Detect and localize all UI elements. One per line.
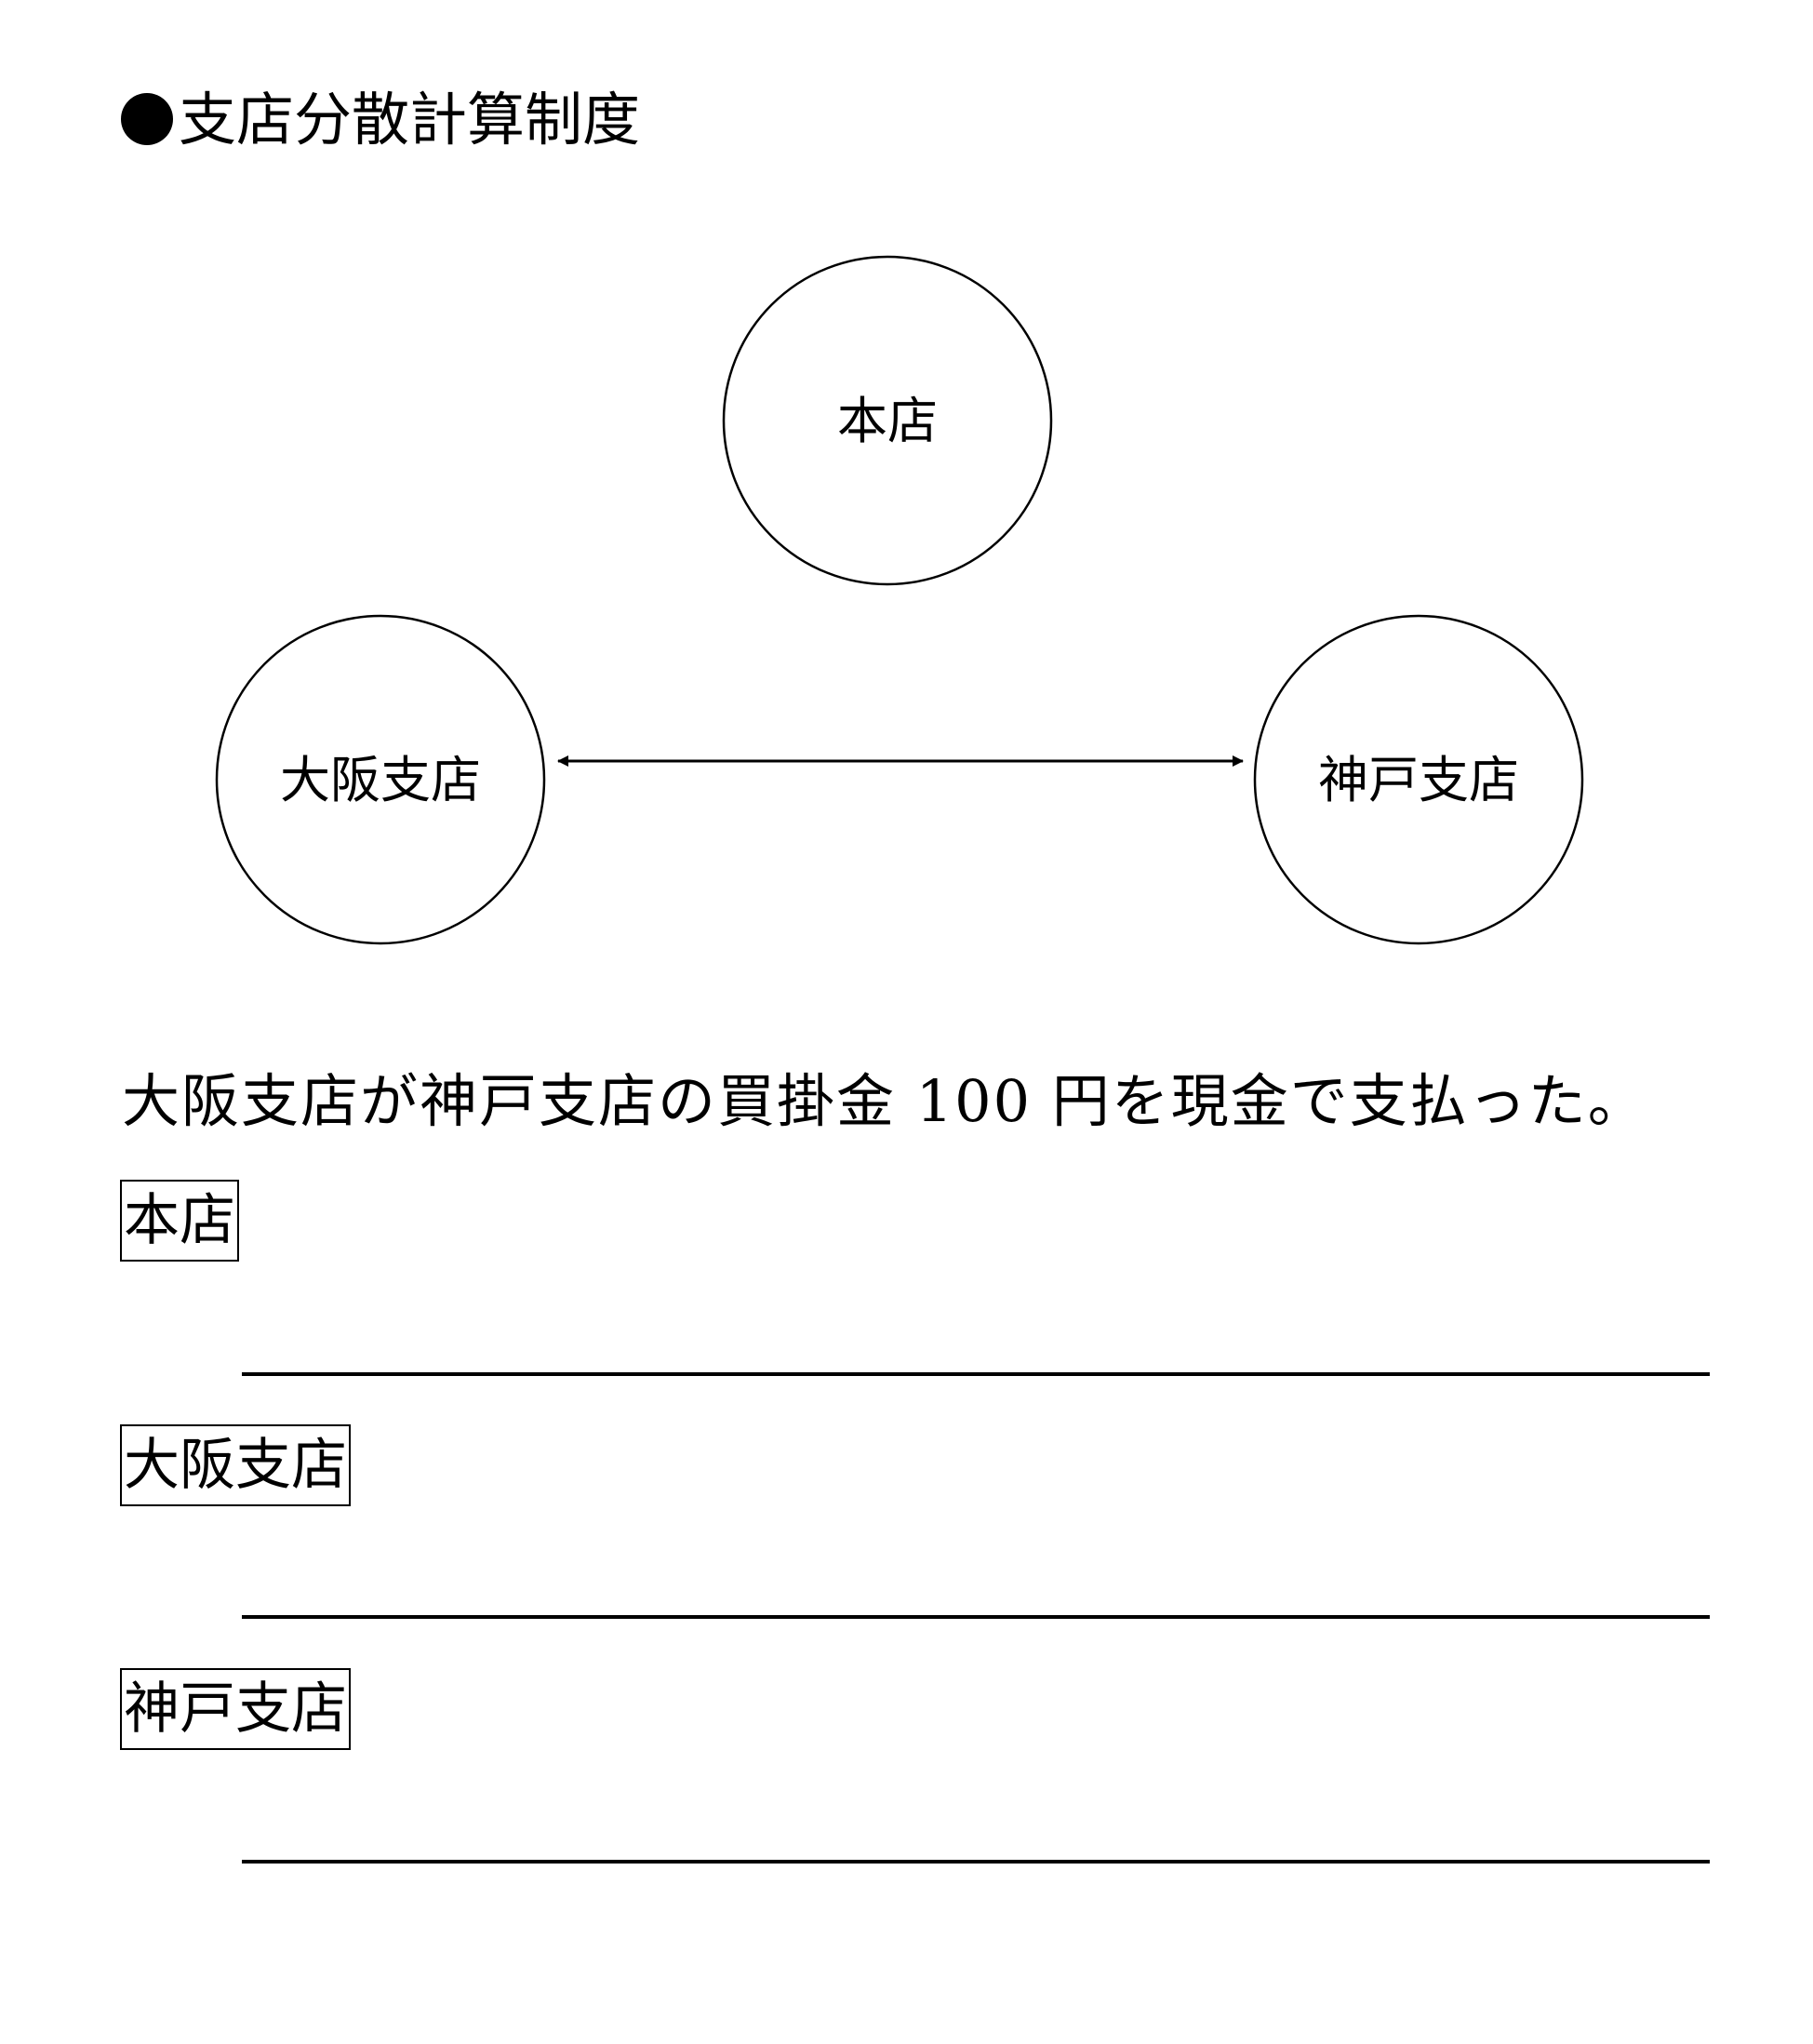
kobe-branch-label: 神戸支店 [1318, 751, 1519, 809]
answer-label-osaka: 大阪支店 [120, 1424, 351, 1506]
answer-label-head-office: 本店 [120, 1180, 239, 1262]
osaka-branch-node: 大阪支店 [215, 614, 546, 945]
branch-diagram: 本店 大阪支店 神戸支店 [215, 255, 1584, 945]
answer-label-kobe: 神戸支店 [120, 1668, 351, 1750]
head-office-label: 本店 [837, 392, 938, 450]
osaka-branch-label: 大阪支店 [280, 751, 481, 809]
question-text: 大阪支店が神戸支店の買掛金 100 円を現金で支払った。 [122, 1067, 1647, 1135]
page-title-text: 支店分散計算制度 [179, 86, 641, 154]
page-title: 支店分散計算制度 [121, 84, 640, 156]
answer-line-kobe[interactable] [242, 1860, 1710, 1864]
kobe-branch-node: 神戸支店 [1253, 614, 1584, 945]
answer-line-head-office[interactable] [242, 1372, 1710, 1376]
answer-line-osaka[interactable] [242, 1615, 1710, 1619]
bullet-icon [121, 93, 173, 145]
head-office-node: 本店 [722, 255, 1053, 586]
